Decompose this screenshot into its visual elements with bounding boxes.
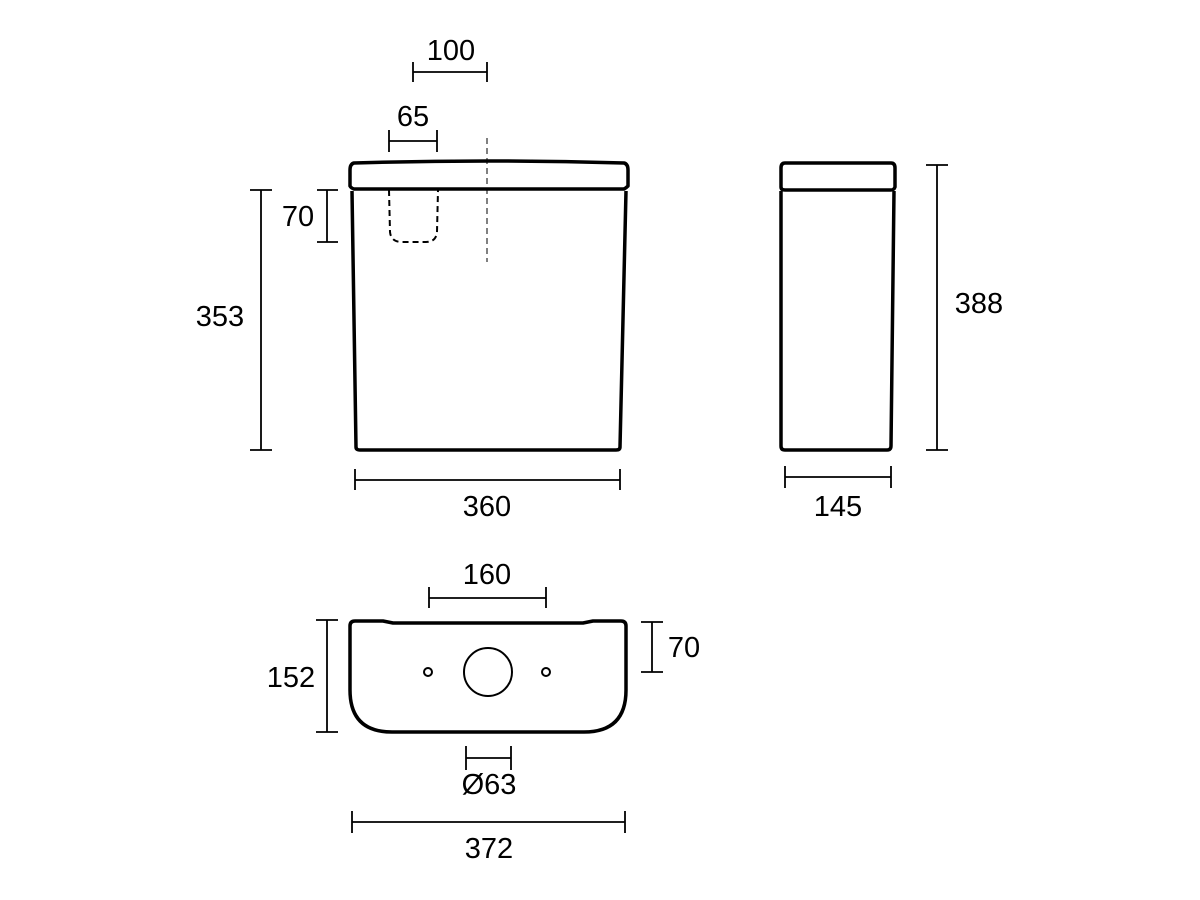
bottom-outline: [348, 619, 628, 734]
dim-label: 372: [465, 833, 513, 865]
fixing-hole-left: [423, 667, 433, 677]
front-body: [350, 190, 628, 452]
dim-label: 145: [814, 491, 862, 523]
button-cutout: [388, 189, 439, 243]
dim-side-height: 388: [926, 164, 1003, 451]
dim-hole-spacing: 160: [428, 559, 547, 608]
dim-inlet-offset: 100: [412, 35, 488, 82]
dim-cutout-width: 65: [388, 101, 438, 152]
outlet-hole: [463, 647, 513, 697]
dim-label: 152: [267, 662, 315, 694]
dim-label: 160: [463, 559, 511, 591]
dim-bottom-width: 372: [351, 811, 626, 865]
fixing-hole-right: [541, 667, 551, 677]
dim-front-height: 353: [196, 189, 272, 451]
dim-bottom-depth: 152: [267, 619, 338, 733]
dim-label: 360: [463, 491, 511, 523]
front-lid: [348, 159, 630, 191]
side-view: 388 145: [779, 161, 1003, 523]
dim-outlet-diameter: Ø63: [462, 746, 517, 801]
bottom-view: 160 70 152 Ø63 372: [267, 559, 700, 865]
front-view: 100 65 70 353 360: [196, 35, 630, 523]
dim-side-depth: 145: [784, 466, 892, 523]
side-body: [779, 190, 896, 452]
dim-label: 353: [196, 301, 244, 333]
dim-label: 100: [427, 35, 475, 67]
dim-label: 70: [282, 201, 314, 233]
dim-cutout-depth: 70: [282, 189, 338, 243]
dim-label: 70: [668, 632, 700, 664]
dim-label: 65: [397, 101, 429, 133]
dim-label: 388: [955, 288, 1003, 320]
side-lid: [779, 161, 897, 192]
dim-label: Ø63: [462, 769, 517, 801]
dim-front-width: 360: [354, 469, 621, 523]
dim-outlet-offset: 70: [641, 621, 700, 673]
